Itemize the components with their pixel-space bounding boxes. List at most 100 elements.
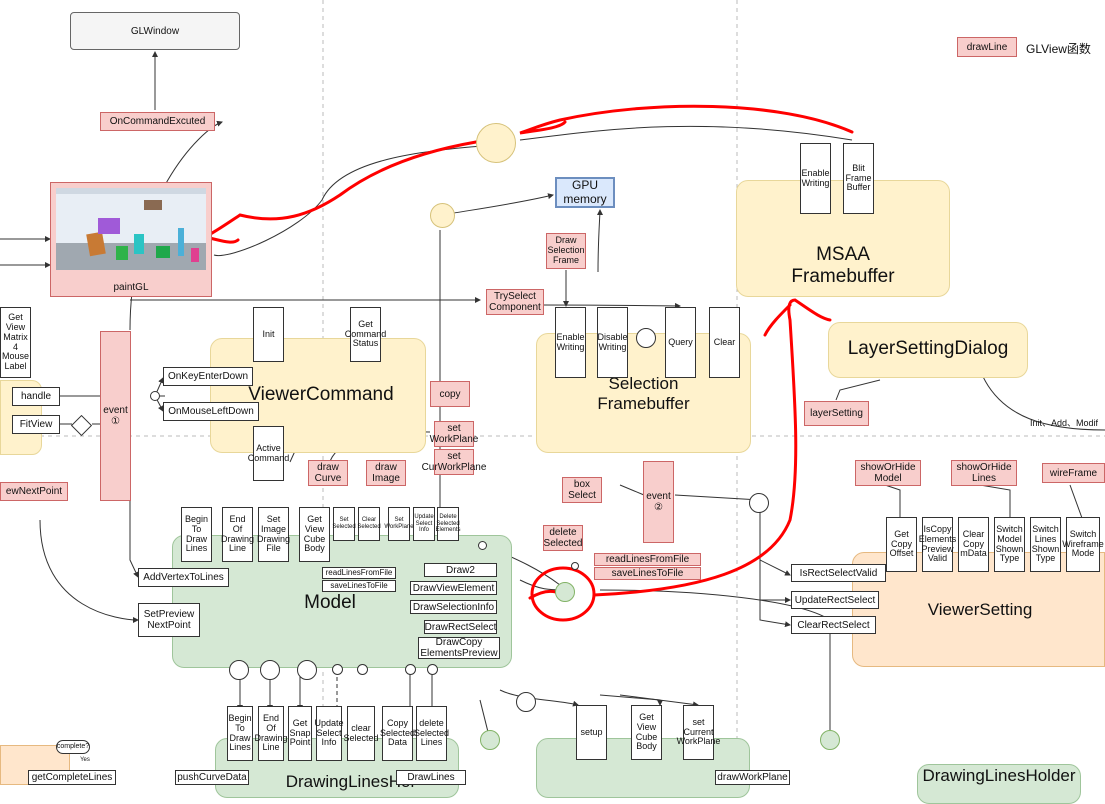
model-junction-7 xyxy=(427,664,438,675)
selection-clear-node[interactable]: Clear xyxy=(709,307,740,378)
msaa-junction-circle xyxy=(476,123,516,163)
draw-image-node[interactable]: draw Image xyxy=(366,460,406,486)
on-key-enter-down-node[interactable]: OnKeyEnterDown xyxy=(163,367,253,386)
bottom-junction-green-2 xyxy=(820,730,840,750)
get-snap-point-node[interactable]: Get Snap Point xyxy=(288,706,312,761)
active-command-node[interactable]: Active Command xyxy=(248,426,289,481)
selection-query-node[interactable]: Query xyxy=(665,307,696,378)
draw-rect-select-node[interactable]: DrawRectSelect xyxy=(424,620,497,634)
draw-curve-node[interactable]: draw Curve xyxy=(308,460,348,486)
event2-junction-circle xyxy=(749,493,769,513)
layer-setting-dialog-region xyxy=(828,322,1028,378)
gpu-junction-circle xyxy=(430,203,455,228)
model-set-workplane-node[interactable]: Set WorkPlane xyxy=(384,507,414,541)
model-save-lines-to-file-node[interactable]: saveLinesToFile xyxy=(322,580,396,592)
model-junction-5 xyxy=(357,664,368,675)
model-junction-1 xyxy=(229,660,249,680)
box-select-node[interactable]: box Select xyxy=(562,477,602,503)
get-complete-lines-node[interactable]: getCompleteLines xyxy=(28,770,116,785)
event2-node[interactable]: event ② xyxy=(643,461,674,543)
model-read-lines-from-file-node[interactable]: readLinesFromFile xyxy=(322,567,396,579)
selection-enable-writing-node[interactable]: Enable Writing xyxy=(555,307,586,378)
clear-copy-m-data-node[interactable]: Clear Copy mData xyxy=(958,517,989,572)
set-cur-workplane-node[interactable]: set CurWorkPlane xyxy=(421,449,487,475)
model-junction-small xyxy=(478,541,487,550)
fitview-node[interactable]: FitView xyxy=(12,415,60,434)
is-copy-elements-preview-valid-node[interactable]: IsCopy Elements Preview Valid xyxy=(919,517,956,572)
get-copy-offset-node[interactable]: Get Copy Offset xyxy=(886,517,917,572)
holder-begin-to-draw-lines-node[interactable]: Begin To Draw Lines xyxy=(227,706,253,761)
show-or-hide-lines-node[interactable]: showOrHide Lines xyxy=(951,460,1017,486)
save-lines-to-file-node[interactable]: saveLinesToFile xyxy=(594,567,701,580)
push-curve-data-node[interactable]: pushCurveData xyxy=(175,770,249,785)
selection-framebuffer-title: Selection Framebuffer xyxy=(597,374,690,413)
get-view-matrix-node[interactable]: Get View Matrix 4 Mouse Label xyxy=(0,307,31,378)
add-vertex-to-lines-node[interactable]: AddVertexToLines xyxy=(138,568,229,587)
view-next-point-node[interactable]: ewNextPoint xyxy=(0,482,68,501)
switch-model-shown-type-node[interactable]: Switch Model Shown Type xyxy=(994,517,1025,572)
complete-decision-node: complete? xyxy=(56,740,90,754)
on-mouse-left-down-node[interactable]: OnMouseLeftDown xyxy=(163,402,259,421)
msaa-blit-frame-buffer-node[interactable]: Blit Frame Buffer xyxy=(843,143,874,214)
draw-selection-info-node[interactable]: DrawSelectionInfo xyxy=(410,600,497,614)
draw-selection-frame-node[interactable]: Draw Selection Frame xyxy=(546,233,586,269)
set-image-drawing-file-node[interactable]: Set Image Drawing File xyxy=(257,507,290,562)
layer-setting-dialog-title: LayerSettingDialog xyxy=(847,338,1009,359)
set-preview-next-point-node[interactable]: SetPreview NextPoint xyxy=(138,603,200,637)
selection-disable-writing-node[interactable]: Disable Writing xyxy=(597,307,628,378)
glwindow-node[interactable]: GLWindow xyxy=(70,12,240,50)
viewer-command-init-node[interactable]: Init xyxy=(253,307,284,362)
delete-selected-elements-node[interactable]: Delete Selected Elements xyxy=(436,507,461,541)
copy-node[interactable]: copy xyxy=(430,381,470,407)
event-junction-small xyxy=(571,562,579,570)
draw2-node[interactable]: Draw2 xyxy=(424,563,497,577)
set-selected-node[interactable]: Set Selected xyxy=(332,507,356,541)
draw-junction-circle xyxy=(555,582,575,602)
set-workplane-node[interactable]: set WorkPlane xyxy=(429,421,479,447)
is-rect-select-valid-node[interactable]: IsRectSelectValid xyxy=(791,564,886,582)
show-or-hide-model-node[interactable]: showOrHide Model xyxy=(855,460,921,486)
model-update-select-info-node[interactable]: Update Select Info xyxy=(413,507,435,541)
draw-workplane-node[interactable]: drawWorkPlane xyxy=(715,770,790,785)
model-junction-4 xyxy=(332,664,343,675)
draw-lines-node[interactable]: DrawLines xyxy=(396,770,466,785)
gpu-memory-node[interactable]: GPU memory xyxy=(555,177,615,208)
clear-rect-select-node[interactable]: ClearRectSelect xyxy=(791,616,876,634)
clear-selected-node[interactable]: Clear Selected xyxy=(357,507,381,541)
switch-lines-shown-type-node[interactable]: Switch Lines Shown Type xyxy=(1030,517,1061,572)
msaa-enable-writing-node[interactable]: Enable Writing xyxy=(800,143,831,214)
holder-end-of-drawing-line-node[interactable]: End Of Drawing Line xyxy=(255,706,288,761)
draw-view-element-node[interactable]: DrawViewElement xyxy=(410,581,497,595)
copy-selected-data-node[interactable]: Copy Selected Data xyxy=(380,706,415,761)
on-command-excuted-node[interactable]: OnCommandExcuted xyxy=(100,112,215,131)
model-end-of-drawing-line-node[interactable]: End Of Drawing Line xyxy=(221,507,254,562)
delete-selected-node[interactable]: delete Selected xyxy=(543,525,583,551)
setup-node[interactable]: setup xyxy=(576,705,607,760)
set-current-workplane-node[interactable]: set Current WorkPlane xyxy=(677,705,720,760)
model-junction-6 xyxy=(405,664,416,675)
drawing-lines-holder-right-title: DrawingLinesHolder xyxy=(922,766,1076,785)
holder-get-view-cube-body-node[interactable]: Get View Cube Body xyxy=(631,705,662,760)
wireframe-node[interactable]: wireFrame xyxy=(1042,463,1105,483)
selection-junction-circle xyxy=(636,328,656,348)
viewer-command-title: ViewerCommand xyxy=(248,384,394,405)
paintgl-node[interactable]: paintGL xyxy=(50,182,212,297)
update-rect-select-node[interactable]: UpdateRectSelect xyxy=(791,591,879,609)
model-title: Model xyxy=(304,592,356,613)
model-begin-to-draw-lines-node[interactable]: Begin To Draw Lines xyxy=(181,507,212,562)
model-get-view-cube-body-node[interactable]: Get View Cube Body xyxy=(299,507,330,562)
holder-clear-selected-node[interactable]: clear Selected xyxy=(343,706,379,761)
draw-copy-elements-preview-node[interactable]: DrawCopy ElementsPreview xyxy=(418,637,500,659)
msaa-framebuffer-title: MSAA Framebuffer xyxy=(791,244,895,287)
delete-selected-lines-node[interactable]: delete Selected Lines xyxy=(414,706,449,761)
read-lines-from-file-node[interactable]: readLinesFromFile xyxy=(594,553,701,566)
switch-wireframe-mode-node[interactable]: Switch Wireframe Mode xyxy=(1062,517,1104,572)
try-select-component-node[interactable]: TrySelect Component xyxy=(486,289,544,315)
holder-update-select-info-node[interactable]: Update Select Info xyxy=(314,706,344,761)
paintgl-preview-image xyxy=(56,188,206,270)
layer-setting-node[interactable]: layerSetting xyxy=(804,401,869,426)
event1-node[interactable]: event ① xyxy=(100,331,131,501)
handle-node[interactable]: handle xyxy=(12,387,60,406)
get-command-status-node[interactable]: Get Command Status xyxy=(345,307,386,362)
legend-sample: drawLine xyxy=(957,37,1017,57)
